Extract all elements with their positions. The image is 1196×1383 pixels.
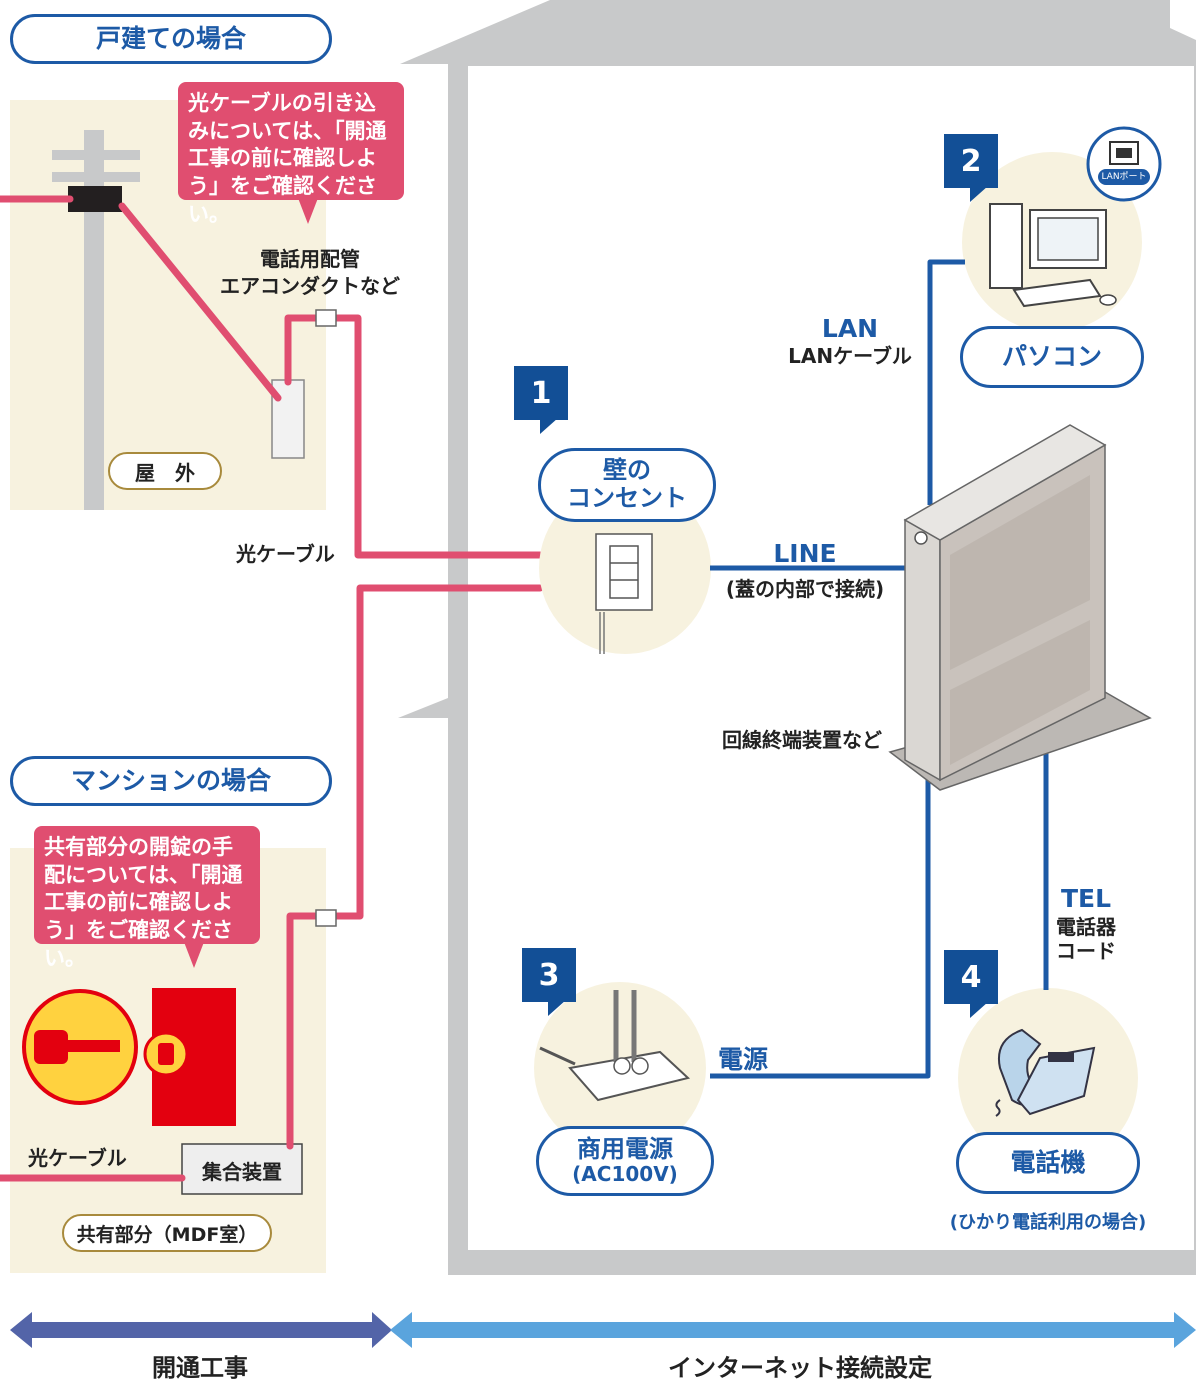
step-badge-2-tail: [970, 186, 988, 202]
callout-line: 工事の前に確認しよ: [188, 146, 377, 171]
lan-port-label: LANポート: [1101, 172, 1147, 182]
onu-device-side: [904, 518, 941, 782]
house-callout-tail: [298, 198, 318, 224]
mansion-section-title-text: マンションの場合: [70, 765, 271, 795]
callout-line: 光ケーブルの引き込: [188, 91, 376, 115]
power-label: 電源: [718, 1045, 769, 1074]
house-callout: 光ケーブルの引き込 みについては、「開通 工事の前に確認しよ う」をご確認くださ…: [178, 82, 404, 226]
footer-construction-label: 開通工事: [152, 1354, 248, 1382]
callout-line: う」をご確認ください。: [188, 174, 377, 226]
arrow-internet-setup: [390, 1312, 1196, 1348]
cable-clip: [315, 909, 337, 927]
collective-device-box: [181, 1143, 303, 1195]
mansion-callout: 共有部分の開錠の手 配については、「開通 工事の前に確認しよ う」をご確認くださ…: [34, 826, 260, 970]
mdf-room-label: 共有部分（MDF室）: [62, 1214, 272, 1252]
wall-outlet-label-line: 壁の: [603, 456, 651, 485]
line-subtitle: (蓋の内部で接続): [725, 576, 885, 601]
wall-outlet-switch: [609, 545, 639, 599]
utility-pole-arm: [52, 150, 140, 160]
collective-device-label: 集合装置: [202, 1160, 282, 1184]
power-strip-cord: [539, 1046, 576, 1066]
utility-pole-arm: [52, 172, 140, 182]
tel-label: TEL 電話器 コード: [1044, 884, 1128, 963]
pc-label-text: パソコン: [1001, 341, 1102, 371]
wall-outlet-cord: [599, 612, 605, 654]
callout-line: 配については、「開通: [44, 862, 243, 887]
power-strip: [568, 1050, 691, 1102]
pc-mouse: [1099, 294, 1117, 306]
power-source-title: 商用電源: [577, 1134, 673, 1163]
tel-title: TEL: [1060, 884, 1112, 913]
lan-port-badge: [1098, 169, 1150, 185]
phone-note: (ひかり電話利用の場合): [949, 1212, 1147, 1233]
onu-device-panel: [950, 620, 1090, 765]
mansion-cable-label: 光ケーブル: [28, 1146, 127, 1170]
wall-outlet-label-line: コンセント: [567, 484, 687, 512]
conduit-label: 電話用配管 エアコンダクトなど: [200, 246, 420, 300]
onu-device-top: [903, 424, 1107, 541]
outdoor-label: 屋 外: [108, 452, 222, 490]
mansion-callout-tail: [184, 942, 204, 968]
phone-cord: [995, 1099, 1001, 1117]
house-cable-label: 光ケーブル: [236, 542, 335, 566]
lock-icon: [158, 1043, 174, 1065]
power-plug-cord: [613, 990, 637, 1062]
power-source-label: 商用電源 (AC100V): [536, 1126, 714, 1196]
lan-cable: [927, 259, 965, 505]
cable-clip: [315, 309, 337, 327]
house-section-title-text: 戸建ての場合: [95, 23, 246, 53]
power-cable: [710, 772, 931, 1079]
pole-box: [68, 186, 122, 212]
pc-keyboard: [1012, 278, 1102, 308]
house-section-title: 戸建ての場合: [10, 14, 332, 64]
optical-cable: [118, 202, 282, 402]
key-icon: [34, 1030, 68, 1064]
onu-power-indicator: [914, 531, 928, 545]
tel-subtitle-2: コード: [1056, 938, 1116, 963]
lan-title: LAN: [821, 314, 879, 343]
step-badge-4-tail: [970, 1002, 988, 1018]
phone-label: 電話機: [956, 1132, 1140, 1194]
house-roof: [400, 0, 1196, 64]
wall-outlet-label: 壁の コンセント: [538, 448, 716, 522]
step-badge-2: 2: [944, 134, 998, 188]
arrow-construction: [10, 1312, 392, 1348]
outdoor-label-text: 屋 外: [135, 460, 195, 485]
power-source-sub: (AC100V): [572, 1162, 678, 1187]
step-badge-3-tail: [548, 1000, 566, 1016]
callout-line: う」をご確認ください。: [44, 918, 233, 970]
mdf-room-label-text: 共有部分（MDF室）: [76, 1223, 258, 1246]
onu-device-label: 回線終端装置など: [722, 728, 882, 752]
lan-subtitle: LANケーブル: [788, 344, 912, 368]
step-badge-1: 1: [514, 366, 568, 420]
callout-line: 共有部分の開錠の手: [44, 835, 233, 859]
callout-line: みについては、「開通: [188, 118, 387, 143]
pc-tower: [989, 203, 1023, 289]
phone-body: [1016, 1046, 1096, 1116]
step-badge-1-tail: [540, 418, 558, 434]
footer-internet-setup-label: インターネット接続設定: [668, 1354, 932, 1382]
optical-cable: [286, 584, 544, 1150]
conduit-label-line: エアコンダクトなど: [220, 274, 400, 298]
step-badge-3: 3: [522, 948, 576, 1002]
mansion-section-title: マンションの場合: [10, 756, 332, 806]
key-shaft: [66, 1040, 120, 1052]
phone-label-text: 電話機: [1010, 1147, 1086, 1177]
line-label: LINE (蓋の内部で接続): [710, 535, 900, 605]
lan-label: LAN LANケーブル: [780, 314, 920, 368]
pc-label: パソコン: [960, 326, 1144, 388]
tel-subtitle-1: 電話器: [1056, 914, 1116, 939]
utility-pole: [84, 130, 104, 510]
line-title: LINE: [773, 539, 837, 568]
onu-device-panel: [950, 475, 1090, 670]
callout-line: 工事の前に確認しよ: [44, 890, 233, 915]
conduit-label-line: 電話用配管: [260, 247, 360, 271]
house-eave: [398, 698, 448, 718]
optical-cable: [284, 314, 544, 559]
step-badge-4: 4: [944, 950, 998, 1004]
